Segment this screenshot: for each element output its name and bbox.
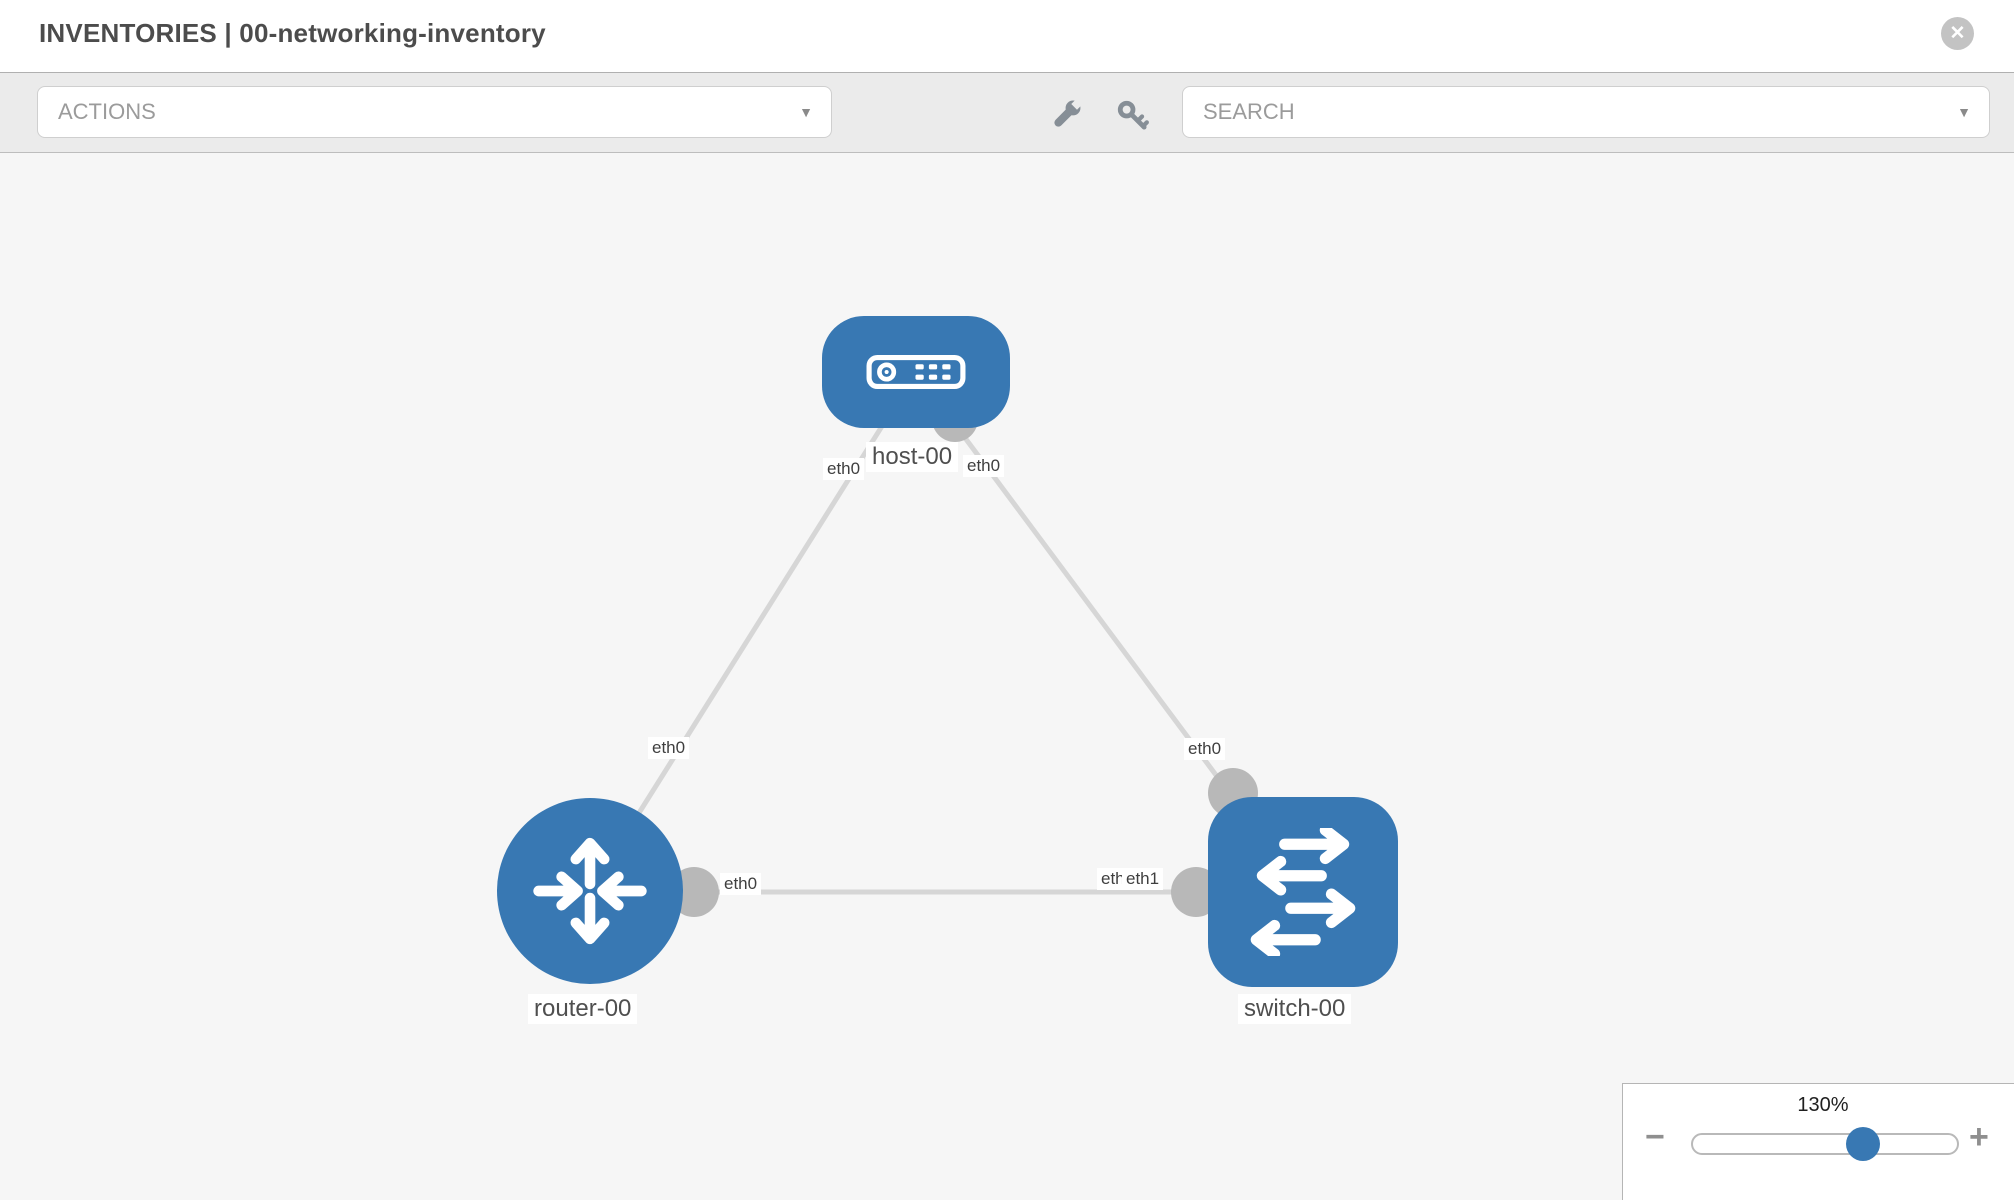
header-bar: INVENTORIES | 00-networking-inventory ✕ bbox=[0, 0, 2014, 72]
actions-dropdown-label: ACTIONS bbox=[58, 99, 156, 124]
zoom-in-button[interactable]: + bbox=[1969, 1118, 1989, 1156]
search-placeholder: SEARCH bbox=[1203, 99, 1295, 124]
close-icon[interactable]: ✕ bbox=[1941, 17, 1974, 50]
host-icon bbox=[866, 354, 966, 390]
interface-label-router-eth0: eth0 bbox=[648, 737, 690, 759]
zoom-slider-thumb[interactable] bbox=[1846, 1127, 1880, 1161]
wrench-notch bbox=[1071, 97, 1084, 110]
actions-dropdown[interactable]: ACTIONS ▼ bbox=[37, 86, 832, 138]
wrench-icon[interactable] bbox=[1050, 97, 1084, 131]
node-router-00[interactable] bbox=[497, 798, 683, 984]
node-host-00[interactable] bbox=[822, 316, 1010, 428]
page-title: INVENTORIES | 00-networking-inventory bbox=[39, 18, 546, 48]
node-label-router: router-00 bbox=[528, 994, 638, 1024]
node-label-host: host-00 bbox=[866, 442, 959, 472]
chevron-down-icon: ▼ bbox=[799, 104, 813, 120]
interface-label-switch-eth1: eth1 bbox=[1122, 868, 1164, 890]
node-label-switch: switch-00 bbox=[1238, 994, 1352, 1024]
topology-graph bbox=[587, 370, 1306, 917]
key-tooth bbox=[1140, 120, 1149, 129]
interface-label-host-switch-eth0: eth0 bbox=[963, 455, 1005, 477]
key-icon[interactable] bbox=[1116, 99, 1150, 133]
interface-label-host-router-eth0: eth0 bbox=[823, 458, 865, 480]
node-switch-00[interactable] bbox=[1208, 797, 1398, 987]
zoom-level-value: 130% bbox=[1797, 1094, 1849, 1116]
router-icon bbox=[533, 837, 647, 945]
key-tooth bbox=[1135, 114, 1145, 123]
zoom-out-button[interactable]: − bbox=[1645, 1118, 1665, 1156]
wrench-handle bbox=[1054, 107, 1074, 127]
chevron-down-icon: ▼ bbox=[1957, 104, 1971, 120]
switch-icon bbox=[1250, 828, 1356, 956]
interface-label-router-link-eth0: eth0 bbox=[720, 873, 762, 895]
topology-canvas[interactable]: host-00 router-00 switch-00 eth0 eth0 et… bbox=[0, 153, 2014, 1200]
toolbar: ACTIONS ▼ SEARCH ▼ bbox=[0, 72, 2014, 153]
zoom-panel: 130% − + bbox=[1622, 1083, 2014, 1200]
zoom-slider-track[interactable] bbox=[1691, 1133, 1959, 1155]
key-bow bbox=[1117, 100, 1136, 119]
interface-label-switch-eth0: eth0 bbox=[1184, 738, 1226, 760]
search-dropdown[interactable]: SEARCH ▼ bbox=[1182, 86, 1990, 138]
